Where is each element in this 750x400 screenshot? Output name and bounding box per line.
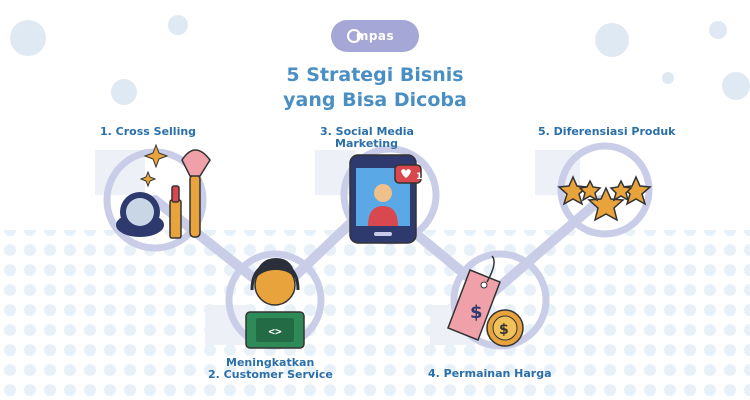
strategy-3-label-line-2: Marketing (335, 137, 399, 150)
decor-circle (111, 79, 137, 105)
title-line-2: yang Bisa Dicoba (283, 89, 467, 111)
svg-text:<>: <> (268, 325, 282, 338)
stars-rating-icon (557, 175, 652, 222)
cosmetics-icon (116, 143, 211, 239)
logo: mpas (331, 20, 419, 52)
price-tag-coin-icon: $ $ (447, 255, 524, 347)
strategy-1-label: 1. Cross Selling (100, 125, 197, 138)
strategy-4-label: 4. Permainan Harga (428, 367, 552, 380)
logo-mark-icon (347, 29, 361, 43)
decor-circle (722, 72, 750, 100)
strategy-2-label-line-1: Meningkatkan (226, 356, 315, 369)
strategy-5-label: 5. Diferensiasi Produk (538, 125, 676, 138)
decor-circle (662, 72, 674, 84)
strategy-2-label-line-2: 2. Customer Service (208, 368, 333, 381)
smartphone-social-media-icon: 1 (349, 154, 422, 244)
decor-circle (709, 21, 727, 39)
notification-count: 1 (416, 172, 422, 182)
customer-service-agent-icon: <> (245, 258, 305, 349)
logo-text: mpas (355, 29, 395, 43)
title-line-1: 5 Strategi Bisnis (286, 64, 464, 86)
decor-circle (168, 15, 188, 35)
dollar-symbol: $ (470, 302, 483, 323)
decor-circle (10, 20, 46, 56)
dot-pattern-background (0, 230, 750, 400)
coin-dollar-symbol: $ (499, 322, 509, 338)
decor-circle (595, 23, 629, 57)
strategy-3-label-line-1: 3. Social Media (320, 125, 414, 138)
